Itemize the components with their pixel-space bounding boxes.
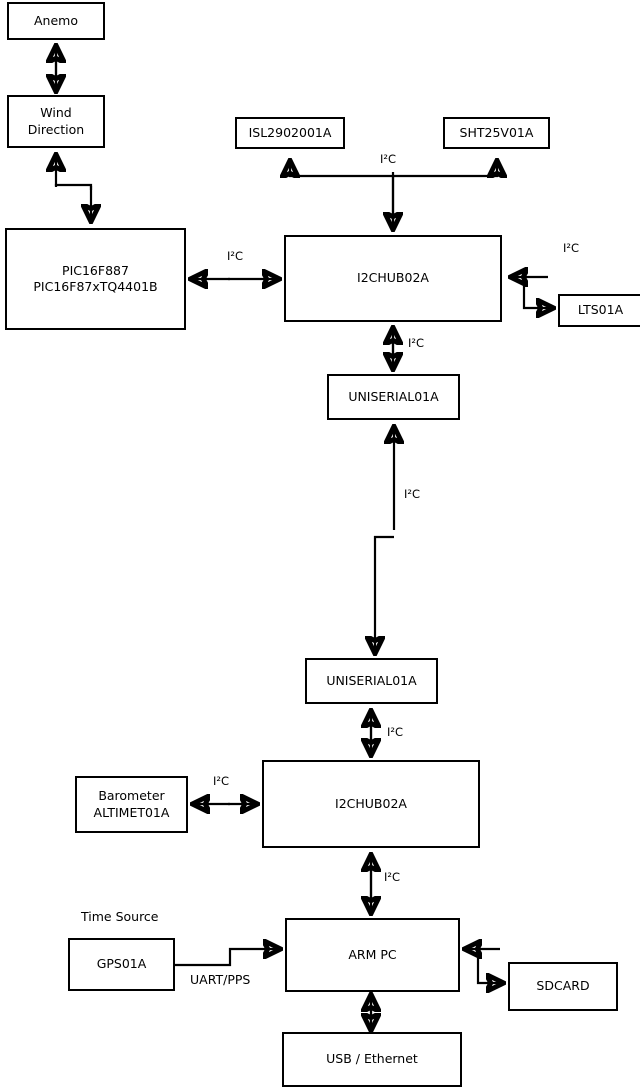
node-sdcard[interactable]: SDCARD bbox=[508, 962, 618, 1011]
node-sht25v01a[interactable]: SHT25V01A bbox=[443, 117, 550, 149]
edge-label-i2c-hub2-armpc: I²C bbox=[384, 870, 401, 884]
node-isl2902001a[interactable]: ISL2902001A bbox=[235, 117, 345, 149]
node-anemo[interactable]: Anemo bbox=[7, 2, 105, 40]
node-i2chub02a-top[interactable]: I2CHUB02A bbox=[284, 235, 502, 322]
node-uniserial01a-top[interactable]: UNISERIAL01A bbox=[327, 374, 460, 420]
node-pic-microcontroller[interactable]: PIC16F887 PIC16F87xTQ4401B bbox=[5, 228, 186, 330]
wire-armpc-to-sdcard bbox=[476, 949, 502, 983]
node-barometer-altimet01a[interactable]: Barometer ALTIMET01A bbox=[75, 776, 188, 833]
node-i2chub02a-bottom[interactable]: I2CHUB02A bbox=[262, 760, 480, 848]
edge-label-i2c-hub-uniserial: I²C bbox=[408, 336, 425, 350]
edge-label-i2c-uniserial-link: I²C bbox=[404, 487, 421, 501]
wire-hub-to-sht bbox=[393, 162, 497, 176]
wire-gps-to-armpc bbox=[175, 949, 279, 967]
wire-hub-to-lts bbox=[522, 277, 552, 308]
edge-label-i2c-top-bus: I²C bbox=[380, 152, 397, 166]
node-lts01a[interactable]: LTS01A bbox=[558, 294, 640, 327]
edge-label-i2c-hub-lts: I²C bbox=[563, 241, 580, 255]
edge-label-i2c-pic-hub: I²C bbox=[227, 249, 244, 263]
node-uniserial01a-bottom[interactable]: UNISERIAL01A bbox=[305, 658, 438, 704]
wire-pic-to-wind-body bbox=[54, 183, 93, 190]
node-wind-direction[interactable]: Wind Direction bbox=[7, 95, 105, 148]
wire-hub-to-isl bbox=[290, 162, 395, 228]
edge-label-i2c-uniserial-hub2: I²C bbox=[387, 725, 404, 739]
label-time-source: Time Source bbox=[81, 909, 159, 924]
edge-label-uart-pps: UART/PPS bbox=[190, 972, 251, 987]
node-arm-pc[interactable]: ARM PC bbox=[285, 918, 460, 992]
edge-label-i2c-barometer-hub2: I²C bbox=[213, 774, 230, 788]
node-usb-ethernet[interactable]: USB / Ethernet bbox=[282, 1032, 462, 1087]
node-gps01a[interactable]: GPS01A bbox=[68, 938, 175, 991]
